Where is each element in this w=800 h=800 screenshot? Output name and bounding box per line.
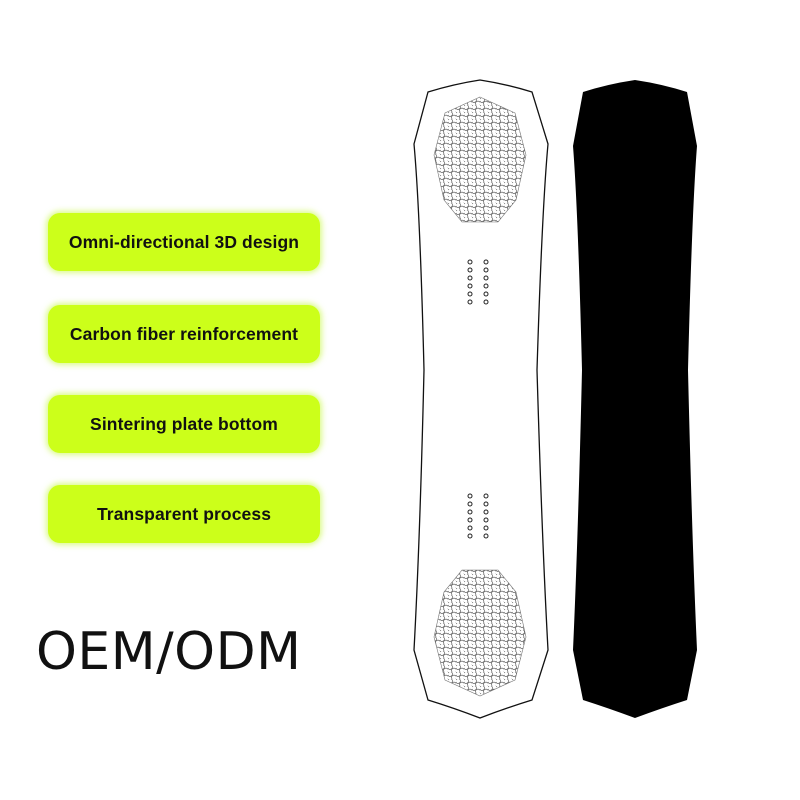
binding-inserts-front (467, 259, 489, 305)
feature-transparent-process: Transparent process (48, 485, 320, 543)
feature-label: Carbon fiber reinforcement (69, 323, 299, 344)
snowboard-bottom-side (573, 80, 697, 718)
oem-odm-headline: OEM/ODM (36, 622, 302, 682)
feature-label: Sintering plate bottom (90, 413, 278, 434)
snowboard-illustration (413, 79, 697, 719)
feature-label: Transparent process (96, 503, 272, 524)
hex-panel-nose (433, 96, 527, 223)
feature-sintering-plate-bottom: Sintering plate bottom (48, 395, 320, 453)
hex-panel-tail (433, 569, 527, 697)
feature-carbon-fiber-reinforcement: Carbon fiber reinforcement (48, 305, 320, 363)
feature-omni-directional-3d-design: Omni-directional 3D design (48, 213, 320, 271)
snowboard-top-side (413, 79, 549, 719)
binding-inserts-rear (467, 493, 489, 539)
feature-label: Omni-directional 3D design (68, 231, 300, 252)
